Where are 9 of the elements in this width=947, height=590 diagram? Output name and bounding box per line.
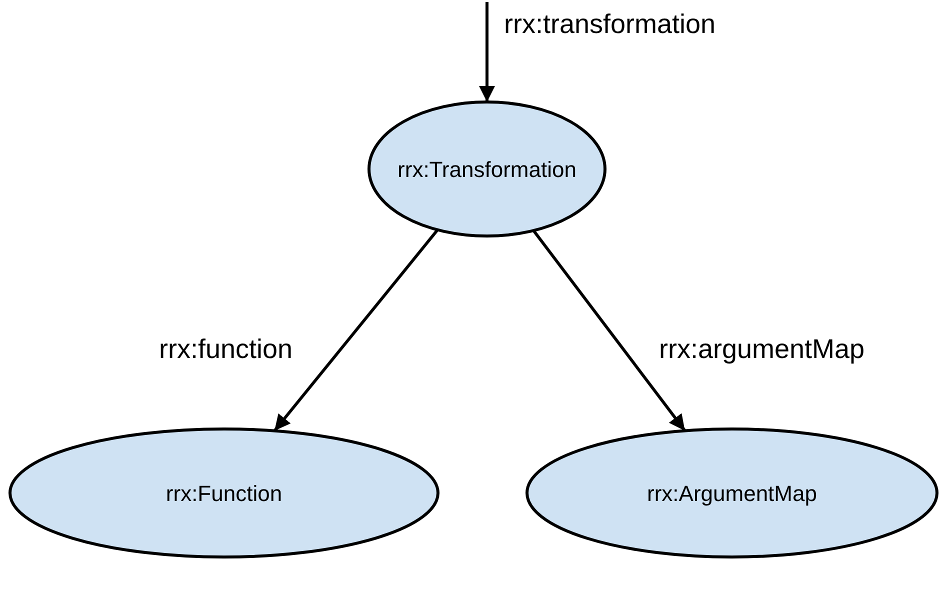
node-label: rrx:ArgumentMap (647, 480, 817, 508)
node-label: rrx:Function (166, 480, 282, 508)
ellipse-node (367, 100, 607, 238)
arrow (273, 228, 439, 432)
arrow (479, 2, 495, 102)
ellipse-node (525, 427, 939, 559)
node-label: rrx:Transformation (398, 156, 576, 184)
arrow (532, 230, 686, 432)
ellipse-node (8, 427, 440, 559)
